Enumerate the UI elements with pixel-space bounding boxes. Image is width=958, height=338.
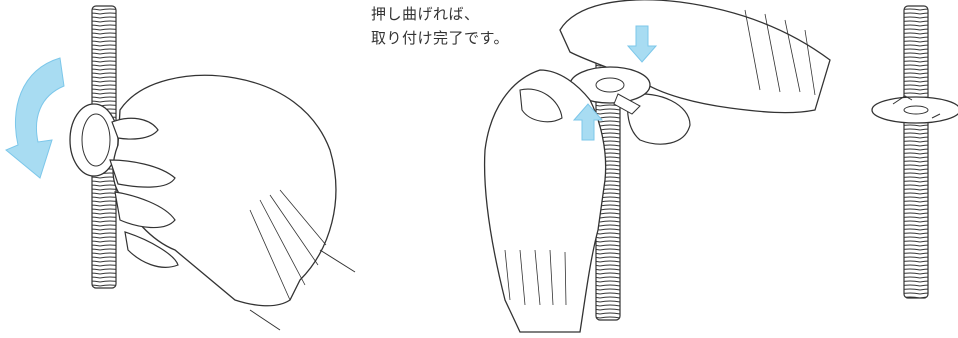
gloved-hand-icon	[483, 69, 607, 333]
gloved-hand-icon	[559, 0, 831, 145]
step-1-rotate-washer	[5, 5, 356, 331]
washer-icon	[871, 95, 958, 124]
washer-icon	[69, 103, 119, 177]
down-arrow-icon	[626, 25, 658, 63]
gloved-hand-icon	[109, 74, 356, 331]
step-2-bend-tab	[483, 0, 831, 333]
instruction-caption: 押し曲げれば、 取り付け完了です。	[371, 2, 571, 50]
step-3-completed	[871, 5, 958, 299]
curved-arrow-icon	[5, 57, 65, 179]
threaded-rod-icon	[903, 5, 929, 299]
caption-line-2: 取り付け完了です。	[371, 29, 510, 47]
caption-line-1: 押し曲げれば、	[371, 5, 480, 23]
up-arrow-icon	[572, 103, 604, 141]
washer-icon	[569, 66, 651, 115]
